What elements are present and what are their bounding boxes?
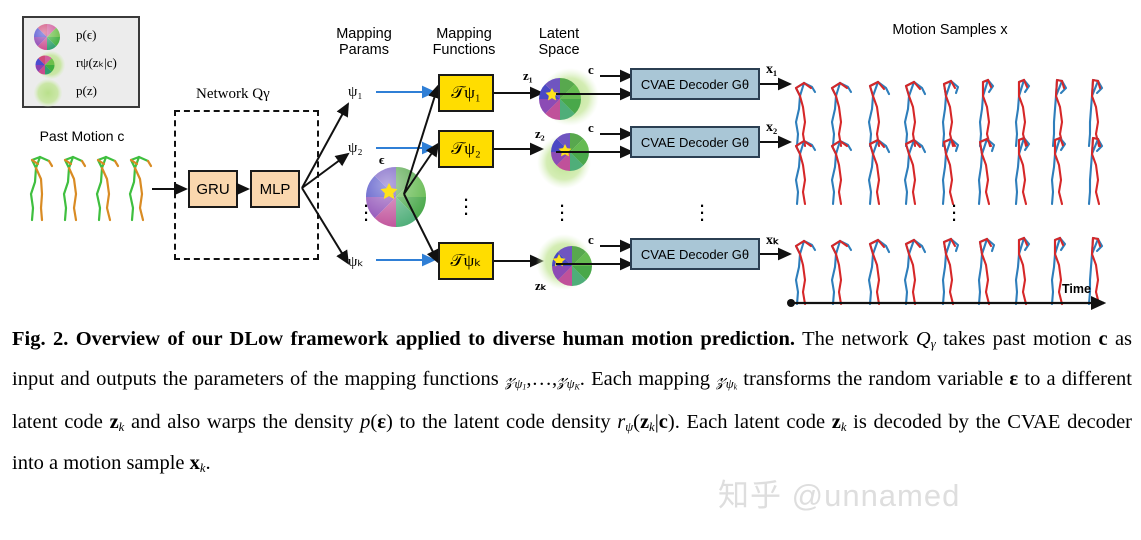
latent-code-label-1: z₁ (523, 68, 533, 83)
header-mapping-params: Mapping Params (336, 26, 392, 58)
caption-bold-title: Fig. 2. Overview of our DLow framework a… (12, 328, 693, 350)
past-motion-skeletons (29, 155, 153, 222)
mapping-function-box-2: 𝒯ψ₂ (438, 130, 494, 168)
mapping-function-box-1: 𝒯ψ₁ (438, 74, 494, 112)
motion-row-k (794, 236, 1104, 306)
cvae-decoder-1: CVAE Decoder Gθ (630, 68, 760, 100)
mapping-to-latent-arrows (494, 86, 544, 268)
output-label-1: x₁ (766, 62, 778, 77)
legend-label-p-epsilon: p(ϵ) (76, 27, 97, 42)
output-label-k: xₖ (766, 233, 779, 248)
psi-label-1: ψ₁ (348, 84, 363, 100)
epsilon-label: ϵ (379, 152, 385, 167)
legend-item-p-z: p(z) (24, 76, 142, 107)
header-motion-samples: Motion Samples x (892, 22, 1008, 38)
legend-item-p-epsilon: p(ϵ) (24, 20, 142, 51)
cvae-decoder-label-1: CVAE Decoder Gθ (640, 76, 750, 92)
network-arrows (152, 182, 250, 196)
psi-ellipsis: ... (362, 187, 370, 226)
mapping-ellipsis: ... (462, 181, 470, 220)
condition-label-k: c (588, 232, 594, 247)
output-label-2: x₂ (766, 120, 778, 135)
time-axis-label: Time (1062, 282, 1091, 296)
caption-body: The network Qγ takes past motion c as in… (12, 328, 1133, 475)
psi-label-k: ψₖ (348, 254, 364, 270)
latent-code-label-k: zₖ (535, 278, 547, 293)
cvae-decoder-k: CVAE Decoder Gθ (630, 238, 760, 270)
gru-block: GRU (188, 170, 238, 208)
mapping-function-label-2: 𝒯ψ₂ (451, 139, 481, 158)
legend-item-r-psi: rψ(zₖ|c) (24, 48, 142, 79)
header-mapping-functions: Mapping Functions (432, 26, 496, 58)
green-blob-icon (34, 79, 62, 107)
mlp-fanout-arrows (301, 102, 350, 265)
latent-ellipsis: ... (558, 187, 566, 226)
latent-blob-k (536, 234, 592, 290)
gru-label: GRU (196, 180, 230, 198)
cvae-decoder-label-2: CVAE Decoder Gθ (640, 134, 750, 150)
psi-label-2: ψ₂ (348, 140, 363, 156)
figure-caption: Fig. 2. Overview of our DLow framework a… (12, 322, 1132, 486)
cvae-decoder-2: CVAE Decoder Gθ (630, 126, 760, 158)
legend-label-r-psi: rψ(zₖ|c) (76, 55, 117, 70)
mlp-label: MLP (259, 180, 291, 198)
legend-box: p(ϵ) (22, 16, 140, 108)
latent-code-label-2: z₂ (535, 126, 545, 141)
legend-label-p-z: p(z) (76, 83, 97, 98)
motion-row-2 (794, 136, 1104, 206)
pinwheel-on-green-icon (35, 51, 65, 79)
latent-blob-1 (539, 68, 599, 126)
mapping-function-label-k: 𝒯ψₖ (450, 251, 482, 270)
mlp-block: MLP (250, 170, 300, 208)
pinwheel-icon (33, 23, 61, 51)
epsilon-to-mapping-arrows (403, 84, 441, 264)
condition-label-1: c (588, 62, 594, 77)
psi-to-mapping-arrows (376, 85, 436, 267)
mapping-function-box-k: 𝒯ψₖ (438, 242, 494, 280)
caption-bold-title-2: prediction. (700, 328, 796, 350)
epsilon-pinwheel-icon (366, 167, 426, 227)
motion-samples-grid (794, 78, 1104, 306)
mapping-function-label-1: 𝒯ψ₁ (451, 83, 481, 102)
decoder-output-arrows (760, 77, 792, 261)
network-label: Network Qγ (196, 86, 270, 102)
condition-label-2: c (588, 120, 594, 135)
latent-blob-2 (537, 133, 591, 189)
header-latent-space: Latent Space (538, 26, 580, 58)
time-axis-arrow (787, 295, 1107, 311)
cvae-decoder-label-k: CVAE Decoder Gθ (640, 246, 750, 262)
motion-samples-ellipsis: ... (950, 187, 958, 226)
motion-row-1 (794, 78, 1104, 148)
decoder-ellipsis: ... (698, 187, 706, 226)
latent-condition-to-decoder-arrows (556, 69, 634, 271)
past-motion-label: Past Motion c (39, 128, 125, 144)
